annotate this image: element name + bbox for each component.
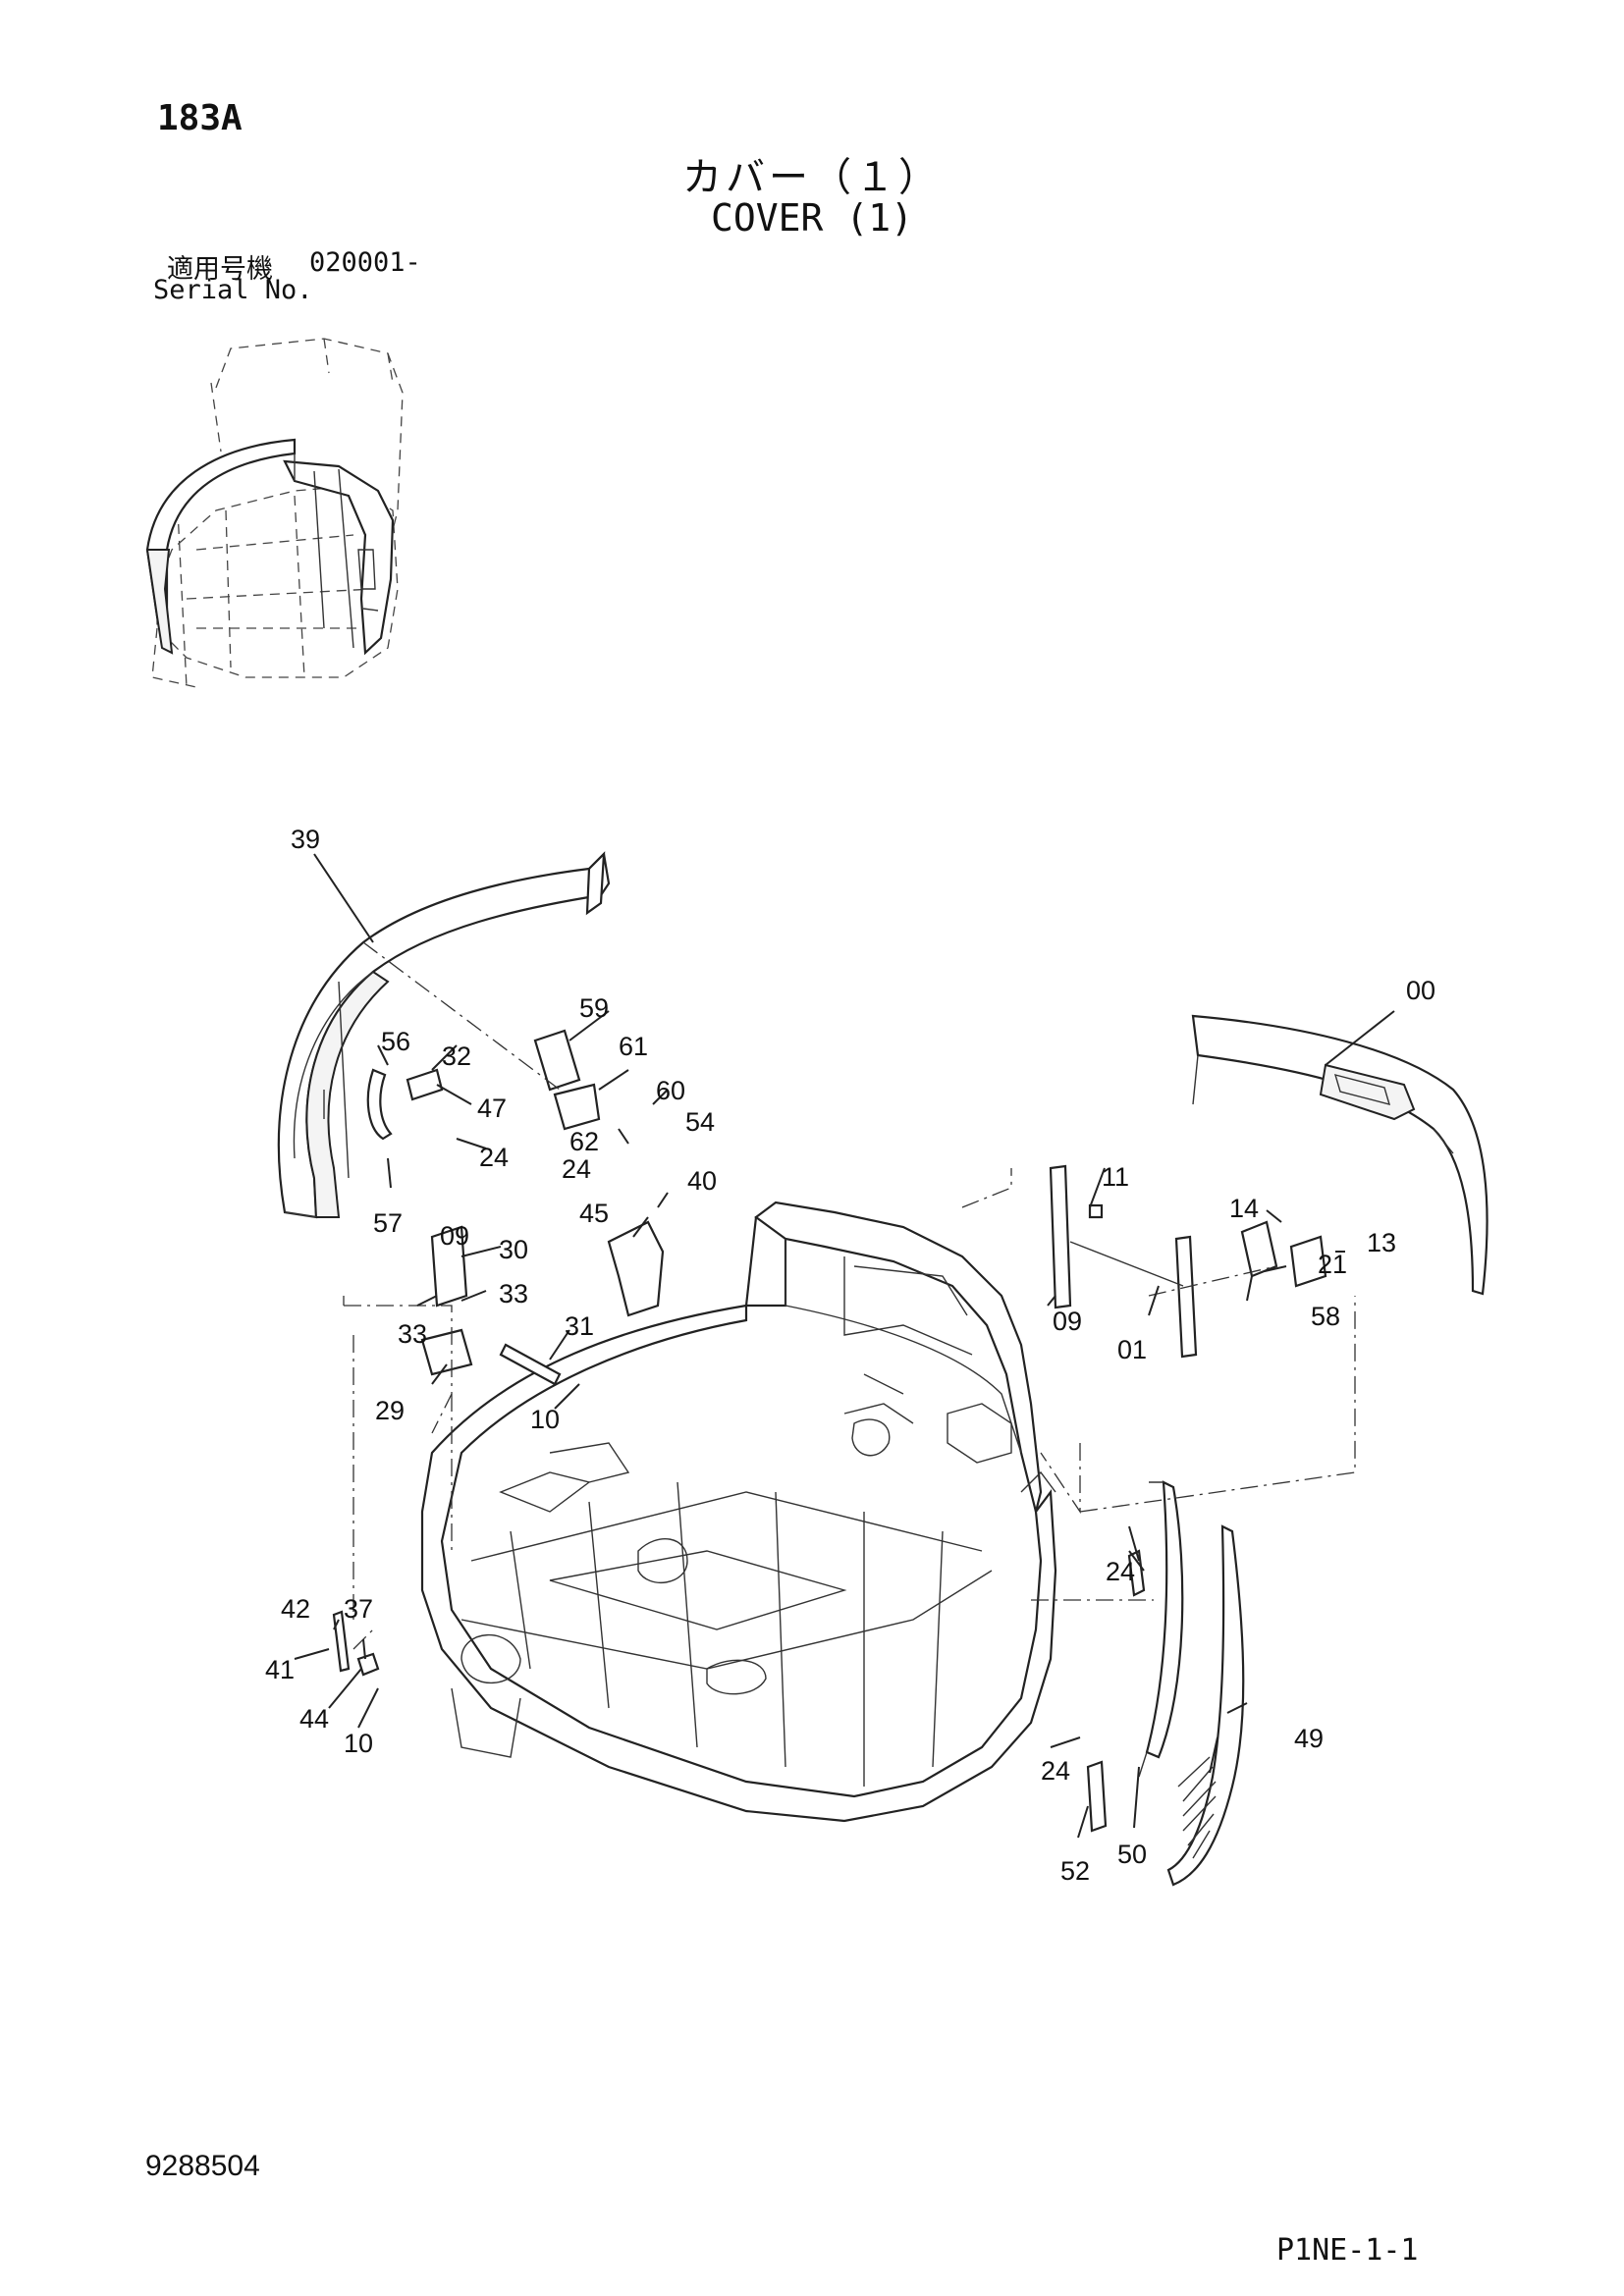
- callout-39: 39: [291, 825, 320, 854]
- callout-11: 11: [1102, 1162, 1129, 1192]
- callout-54: 54: [685, 1107, 715, 1137]
- title-english: COVER (1): [711, 196, 913, 240]
- callout-57: 57: [373, 1208, 403, 1238]
- callout-24-b: 24: [562, 1154, 591, 1184]
- serial-label-japanese: 適用号機: [167, 254, 273, 285]
- serial-label-english: Serial No.: [153, 275, 313, 305]
- part-39-left-cover: [277, 851, 611, 1219]
- document-number: 9288504: [145, 2150, 260, 2182]
- serial-number-range: 020001-: [309, 247, 421, 278]
- callout-14: 14: [1229, 1194, 1259, 1223]
- callout-24-c: 24: [1106, 1557, 1135, 1586]
- upper-frame-body: [420, 1201, 1057, 1823]
- callout-49: 49: [1294, 1724, 1324, 1753]
- callout-59: 59: [579, 993, 609, 1023]
- callout-40: 40: [687, 1166, 717, 1196]
- callout-01: 01: [1117, 1335, 1147, 1364]
- bracket-58-and-13: [1127, 1220, 1327, 1597]
- callout-21: 21: [1318, 1250, 1347, 1279]
- callout-62: 62: [569, 1127, 599, 1156]
- latch-parts-left: [366, 1029, 665, 1386]
- callout-56: 56: [381, 1027, 410, 1056]
- callout-61: 61: [619, 1032, 648, 1061]
- page-identifier: P1NE-1-1: [1276, 2233, 1419, 2268]
- callout-52: 52: [1060, 1856, 1090, 1886]
- callout-42: 42: [281, 1594, 310, 1624]
- callout-33-b: 33: [398, 1319, 427, 1349]
- callout-24-d: 24: [1041, 1756, 1070, 1786]
- callout-29: 29: [375, 1396, 405, 1425]
- callout-44: 44: [299, 1704, 329, 1734]
- callout-24-a: 24: [479, 1143, 509, 1172]
- callout-45: 45: [579, 1199, 609, 1228]
- callout-37: 37: [344, 1594, 373, 1624]
- callout-41: 41: [265, 1655, 295, 1684]
- part-50-side-cover: [1138, 1480, 1184, 1778]
- machine-overview-thumbnail: [145, 338, 404, 688]
- callout-47: 47: [477, 1094, 507, 1123]
- callout-13: 13: [1367, 1228, 1396, 1257]
- hinge-assembly-01: [1049, 1164, 1198, 1359]
- callout-10-b: 10: [344, 1729, 373, 1758]
- title-japanese: カバー（１）: [682, 155, 942, 200]
- part-49-side-cover: [1166, 1524, 1245, 1887]
- callout-58: 58: [1311, 1302, 1340, 1331]
- callout-32: 32: [442, 1041, 471, 1071]
- callout-33-a: 33: [499, 1279, 528, 1308]
- callout-09-a: 09: [440, 1221, 469, 1251]
- page-code: 183A: [157, 98, 243, 138]
- callout-31: 31: [565, 1311, 594, 1341]
- part-52-bracket: [1086, 1760, 1108, 1833]
- callout-10-a: 10: [530, 1405, 560, 1434]
- callout-00: 00: [1406, 976, 1435, 1005]
- part-00-rear-cover: [1191, 1014, 1489, 1296]
- callout-09-b: 09: [1053, 1307, 1082, 1336]
- callout-leaders: [294, 853, 1395, 1839]
- callout-60: 60: [656, 1076, 685, 1105]
- callout-50: 50: [1117, 1840, 1147, 1869]
- callout-30: 30: [499, 1235, 528, 1264]
- callout-labels: 39 59 61 56 32 47 60 54 62 24 24 40 57 4…: [265, 825, 1435, 1886]
- assembly-lines: [343, 941, 1356, 1650]
